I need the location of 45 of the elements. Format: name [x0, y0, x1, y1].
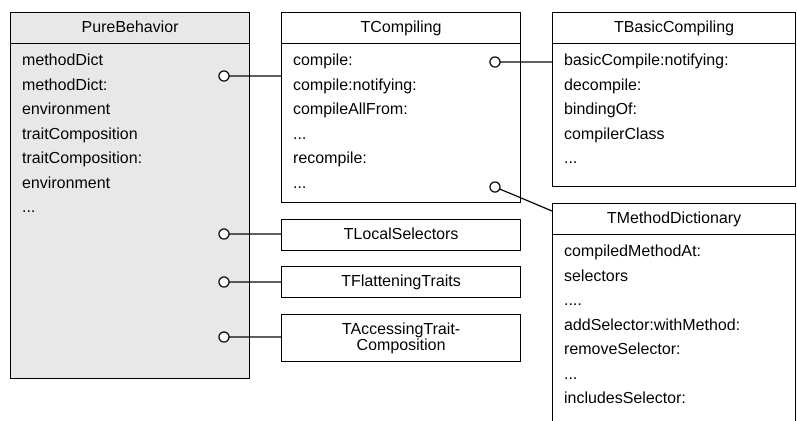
method-name: ... [293, 174, 306, 192]
method-name: bindingOf: [564, 101, 637, 118]
method-name: removeSelector: [564, 341, 680, 358]
method-name: traitComposition: [22, 150, 142, 167]
class-box [281, 219, 521, 251]
method-name: compilerClass [564, 126, 664, 142]
method-name: environment [22, 101, 110, 118]
class-box [281, 12, 521, 203]
class-name: TMethodDictionary [606, 210, 742, 227]
connector [218, 331, 281, 343]
connector [489, 56, 552, 68]
method-name: ... [293, 126, 306, 142]
class-name: TCompiling [360, 19, 442, 36]
method-name: compiledMethodAt: [564, 243, 701, 260]
class-box [281, 314, 521, 362]
method-name: ... [564, 366, 578, 382]
class-box [10, 12, 250, 379]
method-name: recompile: [293, 150, 367, 167]
connector [489, 181, 552, 212]
class-name: TBasicCompiling [614, 19, 734, 36]
method-name: basicCompile:notifying: [564, 52, 729, 69]
trait-name: TLocalSelectors [344, 227, 458, 243]
method-name: selectors [564, 268, 628, 284]
method-name: includesSelector: [564, 390, 686, 407]
trait-name: TAccessingTrait-Composition [340, 322, 462, 354]
connector [218, 228, 281, 240]
method-name: compile: [293, 52, 353, 69]
class-box [281, 266, 521, 298]
class-box [552, 203, 796, 421]
method-name: environment [22, 174, 110, 192]
method-name: ... [564, 150, 578, 167]
connector [218, 70, 281, 82]
class-name: PureBehavior [82, 19, 178, 36]
method-name: compile:notifying: [293, 76, 417, 94]
method-name: addSelector:withMethod: [564, 316, 740, 334]
method-name: .... [564, 292, 582, 309]
trait-name: TFlatteningTraits [341, 274, 461, 290]
method-name: methodDict [22, 52, 103, 69]
method-name: traitComposition [22, 126, 138, 142]
method-name: compileAllFrom: [293, 101, 408, 118]
class-box [552, 12, 796, 187]
connector [218, 276, 281, 288]
method-name: decompile: [564, 76, 642, 94]
method-name: ... [22, 199, 36, 216]
method-name: methodDict: [22, 76, 108, 94]
